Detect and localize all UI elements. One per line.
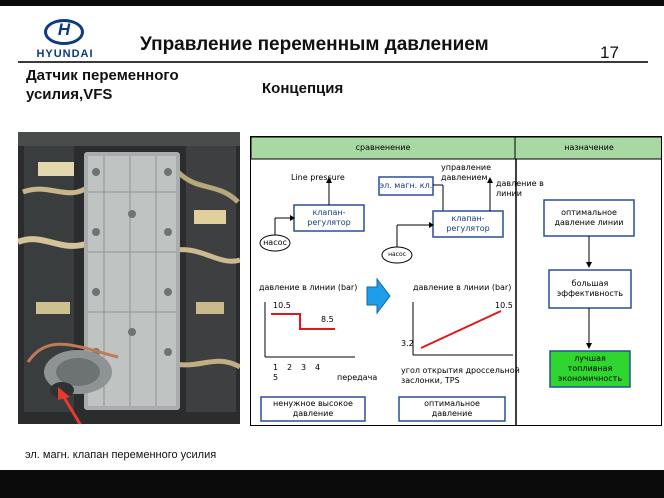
mid-result-box: оптимальное давление [424,399,480,418]
left-line-pressure-label: Line pressure [291,173,345,182]
title-divider [18,61,648,63]
left-graph-xtick: 4 [315,363,321,372]
slide-title: Управление переменным давлением [140,34,489,55]
mid-graph-ylabel: давление в линии (bar) [413,283,512,292]
photo-caption: эл. магн. клапан переменного усилия [25,449,217,461]
mid-regulator-valve: клапан-регулятор [446,214,490,233]
valve-body-illustration [18,132,240,424]
left-graph-xtick: 2 [287,363,293,372]
left-graph-xlabel: передача [337,373,378,382]
mid-graph-y-low: 3.2 [401,339,414,348]
page-number: 17 [600,43,619,62]
hyundai-logo-h-icon: H [57,20,71,39]
mid-solenoid: эл. магн. кл. [379,181,433,190]
mid-pressure-control-label: управление давлением [441,163,492,182]
bottom-bar [0,470,664,498]
left-graph-y-high: 10.5 [273,301,291,310]
right-box-efficiency: большая эффективность [556,279,624,298]
left-graph-xtick: 3 [301,363,307,372]
hyundai-logo-text: HYUNDAI [36,48,94,60]
header-purpose: назначение [564,143,614,152]
left-regulator-valve: клапан-регулятор [307,208,351,227]
right-box-economy: лучшая топливная экономичность [557,354,623,383]
left-graph-xtick: 5 [273,373,279,382]
sensor-heading: Датчик переменного усилия,VFS [26,67,179,103]
valve-body-photo [18,132,240,424]
hyundai-logo [44,19,84,45]
right-box-optimal-pressure: оптимальное давление линии [554,208,624,227]
left-graph-ylabel: давление в линии (bar) [259,283,358,292]
concept-diagram: сравненение назначение Line pressure кла… [250,136,662,426]
mid-line-pressure-label: давление в линии [496,179,544,198]
left-graph-y-low: 8.5 [321,315,334,324]
top-bar [0,0,664,6]
diagram-lines [251,137,661,425]
mid-graph-xlabel: угол открытия дроссельной заслонки, TPS [401,366,520,385]
left-pump: насос [263,238,287,247]
header-compare: сравненение [355,143,411,152]
concept-heading: Концепция [262,80,344,97]
mid-graph-y-high: 10.5 [495,301,513,310]
left-graph-xtick: 1 [273,363,279,372]
mid-pump: насос [388,251,406,258]
left-result-box: ненужное высокое давление [273,399,353,418]
